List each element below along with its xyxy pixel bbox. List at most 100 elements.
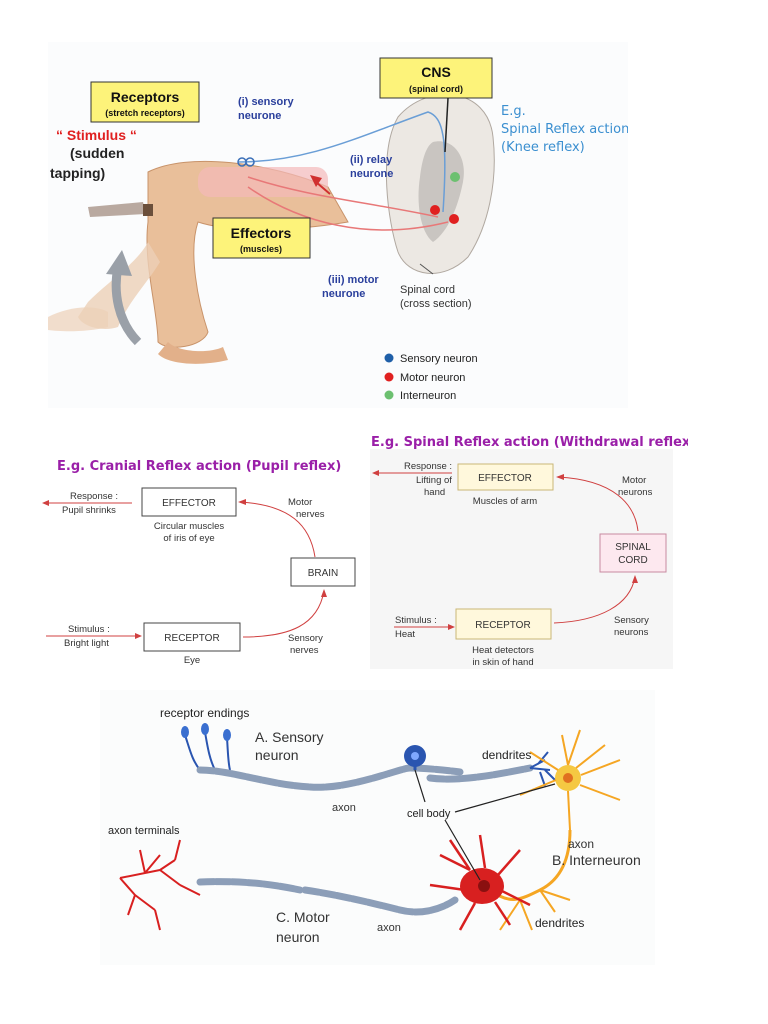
axon-label-a: axon [332, 802, 356, 814]
cns-pointer-line [444, 97, 449, 153]
withdrawal-motor-2: neurons [618, 487, 653, 498]
legend-sensory: Sensory neuron [400, 353, 478, 365]
motor-neuron-path-1 [247, 176, 439, 218]
reflex-flow-panel: E.g. Cranial Reflex action (Pupil reflex… [40, 425, 688, 675]
eg-knee-line-1: E.g. [501, 104, 526, 119]
withdrawal-response-2: Lifting of [416, 475, 452, 486]
interneuron-label: B. Interneuron [552, 852, 641, 868]
motor-dot-1 [430, 205, 440, 215]
motor-neurone-label-1: (iii) motor [328, 274, 379, 286]
reflex-flow-diagrams: E.g. Cranial Reflex action (Pupil reflex… [40, 435, 688, 669]
withdrawal-response-3: hand [424, 487, 445, 498]
pupil-stimulus-1: Stimulus : [68, 624, 110, 635]
pupil-effector-desc-1: Circular muscles [154, 521, 224, 532]
withdrawal-effector-desc: Muscles of arm [473, 496, 537, 507]
knee-reflex-diagram: Receptors (stretch receptors) “ Stimulus… [48, 57, 628, 402]
pupil-receptor-label: RECEPTOR [164, 633, 219, 644]
withdrawal-sensory-1: Sensory [614, 615, 649, 626]
pupil-effector-label: EFFECTOR [162, 498, 216, 509]
red-direction-arrow [315, 181, 331, 195]
withdrawal-receptor-desc-2: in skin of hand [472, 657, 533, 668]
neuron-types-panel: receptor endings A. Sensory neuron axon … [100, 690, 655, 965]
dendrites-top-label: dendrites [482, 748, 531, 762]
legend-motor: Motor neuron [400, 372, 465, 384]
cell-body-label: cell body [407, 808, 451, 820]
cell-body-pointer-b [454, 783, 556, 813]
neuron-types-diagram: receptor endings A. Sensory neuron axon … [108, 706, 641, 945]
legend-inter: Interneuron [400, 390, 456, 402]
legend-swatch-inter [384, 390, 394, 400]
sensory-neuron-drawing [181, 723, 556, 791]
withdrawal-response-1: Response : [404, 461, 452, 472]
pupil-sensory-1: Sensory [288, 633, 323, 644]
effectors-label-box: Effectors (muscles) [212, 217, 311, 259]
relay-neurone-label-2: neurone [350, 168, 393, 180]
dendrites-bottom-label: dendrites [535, 916, 584, 930]
pupil-effector-desc-2: of iris of eye [163, 533, 214, 544]
axon-terminals-label: axon terminals [108, 825, 180, 837]
motor-neurone-label-2: neurone [322, 288, 365, 300]
brain-label: BRAIN [308, 568, 339, 579]
withdrawal-sensory-2: neurons [614, 627, 649, 638]
pupil-motor-2: nerves [296, 509, 325, 520]
cell-body-pointer-c [444, 819, 481, 881]
relay-neurone-label-1: (ii) relay [350, 154, 393, 166]
withdrawal-motor-1: Motor [622, 475, 646, 486]
pupil-reflex-title: E.g. Cranial Reflex action (Pupil reflex… [57, 459, 341, 474]
receptor-endings-label: receptor endings [160, 706, 249, 720]
withdrawal-effector-box [457, 463, 554, 491]
interneuron-dot [450, 172, 460, 182]
axon-label-c: axon [377, 922, 401, 934]
eg-knee-line-3: (Knee reflex) [501, 140, 585, 155]
legend-swatch-motor [384, 372, 394, 382]
receptors-title: Receptors [111, 89, 180, 105]
sensory-neurone-label-2: neurone [238, 110, 281, 122]
eg-knee-line-2: Spinal Reflex action [501, 122, 628, 137]
pupil-sensory-2: nerves [290, 645, 319, 656]
interneuron-drawing [489, 729, 621, 931]
cns-title: CNS [421, 64, 451, 80]
neuron-legend: Sensory neuron Motor neuron Interneuron [384, 353, 478, 402]
spinal-cord-label-1: Spinal cord [400, 284, 455, 296]
motor-dot-2 [449, 214, 459, 224]
withdrawal-stimulus-1: Stimulus : [395, 615, 437, 626]
cns-subtitle: (spinal cord) [409, 84, 463, 94]
sensory-neuron-label-1: A. Sensory [255, 729, 323, 745]
spinal-cord-box [599, 533, 667, 573]
effectors-title: Effectors [231, 225, 292, 241]
motor-neuron-label-1: C. Motor [276, 909, 330, 925]
motor-neuron-label-2: neuron [276, 929, 320, 945]
pupil-receptor-box [143, 622, 241, 652]
pupil-receptor-desc: Eye [184, 655, 200, 666]
spinal-cord-box-2: CORD [618, 555, 647, 566]
withdrawal-reflex-title: E.g. Spinal Reflex action (Withdrawal re… [371, 435, 688, 450]
pupil-stimulus-2: Bright light [64, 638, 109, 649]
sensory-neuron-label-2: neuron [255, 747, 299, 763]
axon-label-b: axon [568, 837, 594, 851]
pupil-response-1: Response : [70, 491, 118, 502]
stimulus-line-1: (sudden [70, 145, 124, 161]
withdrawal-receptor-desc-1: Heat detectors [472, 645, 534, 656]
withdrawal-stimulus-2: Heat [395, 629, 415, 640]
motor-neuron-drawing [119, 834, 531, 931]
movement-arrowhead [106, 250, 132, 276]
cns-label-box: CNS (spinal cord) [379, 57, 493, 99]
pupil-motor-1: Motor [288, 497, 312, 508]
withdrawal-effector-label: EFFECTOR [478, 473, 532, 484]
stimulus-line-2: tapping) [50, 165, 105, 181]
brain-box [290, 557, 356, 587]
spinal-cord-box-1: SPINAL [615, 542, 651, 553]
sensory-neurone-label-1: (i) sensory [238, 96, 295, 108]
receptors-subtitle: (stretch receptors) [105, 108, 185, 118]
stimulus-title: “ Stimulus “ [56, 127, 137, 143]
pupil-effector-box [141, 487, 237, 517]
withdrawal-receptor-label: RECEPTOR [475, 620, 530, 631]
spinal-cord-label-2: (cross section) [400, 298, 472, 310]
receptors-label-box: Receptors (stretch receptors) [90, 81, 200, 123]
cell-body-pointer-a [414, 769, 426, 803]
effectors-subtitle: (muscles) [240, 244, 282, 254]
legend-swatch-sensory [384, 353, 394, 363]
pupil-response-2: Pupil shrinks [62, 505, 116, 516]
knee-reflex-panel: Receptors (stretch receptors) “ Stimulus… [48, 42, 628, 408]
withdrawal-receptor-box [455, 608, 552, 640]
